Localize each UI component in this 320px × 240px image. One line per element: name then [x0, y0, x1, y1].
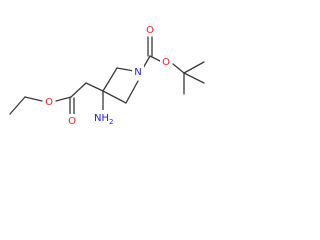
carbamate-carbonyl-oxygen-text: O — [146, 25, 154, 36]
bond-ch2-o — [24, 96, 43, 102]
amino-subscript-text: 2 — [109, 118, 113, 126]
amino-group-text: NH2 — [94, 113, 113, 126]
ring-nitrogen-text: N — [134, 67, 141, 78]
ester-single-oxygen-text: O — [45, 97, 53, 108]
ester-single-oxygen-label: O — [43, 95, 55, 108]
ring-bond-1 — [102, 67, 118, 92]
carbamate-carbonyl-oxygen-label: O — [144, 22, 156, 36]
ethyl-group — [9, 96, 43, 115]
bond-carbonyl-c-ch2 — [70, 82, 87, 98]
molecule-drawing: O O N O O NH2 — [9, 22, 205, 127]
boc-group — [141, 36, 205, 95]
bond-o-tbu-c — [172, 63, 185, 74]
amino-group-label: NH2 — [92, 110, 122, 126]
carbamate-single-oxygen-text: O — [162, 57, 170, 68]
ester-carbonyl-oxygen-label: O — [66, 114, 78, 127]
ester-group — [55, 82, 104, 116]
ring-nitrogen-label: N — [132, 65, 144, 78]
ring-bond-4 — [125, 80, 139, 104]
bond-o-carbonyl-c — [55, 96, 72, 102]
bond-tbu-methyl-3 — [183, 72, 205, 84]
amino-nh-text: NH — [94, 113, 109, 124]
ring-bond-2 — [102, 90, 127, 104]
carbamate-single-oxygen-label: O — [160, 55, 172, 68]
structure-diagram: O O N O O NH2 — [0, 0, 233, 152]
atom-labels: O O N O O NH2 — [43, 22, 172, 127]
bond-tbu-methyl-2 — [183, 61, 205, 74]
bond-ch2-ring-c — [85, 82, 104, 92]
bond-ch3-ch2 — [9, 96, 26, 115]
azetidine-ring — [102, 67, 139, 111]
ring-bond-3 — [116, 67, 135, 72]
ester-carbonyl-oxygen-text: O — [68, 116, 76, 127]
bond-boc-c-o — [149, 55, 161, 62]
